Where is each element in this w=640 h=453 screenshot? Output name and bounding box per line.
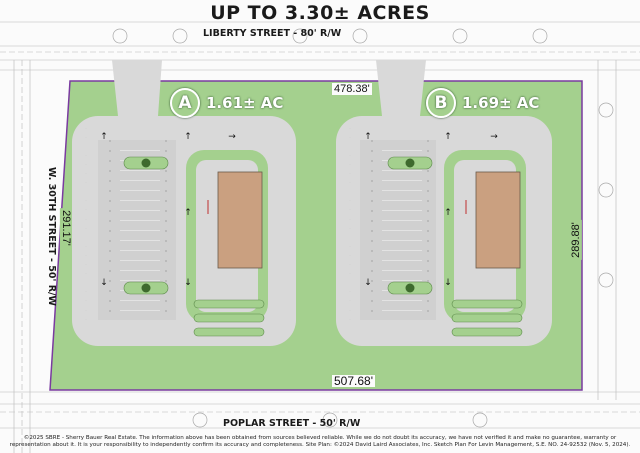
svg-text:↓: ↓: [184, 278, 192, 288]
svg-text:↑: ↑: [444, 132, 452, 142]
dimension-right: 289.88': [569, 220, 582, 260]
svg-text:↑: ↑: [184, 208, 192, 218]
svg-text:↑: ↑: [364, 132, 372, 142]
lot-b-area: 1.69± AC: [462, 94, 540, 112]
dimension-left: 291.17': [59, 208, 72, 248]
curb-accents: [207, 200, 467, 214]
lot-a-letter: A: [170, 88, 200, 118]
lot-a-tag: A 1.61± AC: [170, 88, 283, 118]
disclaimer-footer: ©2025 SBRE - Sherry Bauer Real Estate. T…: [9, 435, 631, 448]
building-a: [217, 171, 263, 269]
svg-text:↑: ↑: [100, 132, 108, 142]
svg-text:↓: ↓: [364, 278, 372, 288]
lot-a-area: 1.61± AC: [206, 94, 284, 112]
base-map-lines: [0, 21, 640, 453]
street-label-north: LIBERTY STREET - 80' R/W: [203, 28, 342, 39]
dimension-top: 478.38': [332, 83, 372, 95]
building-b: [475, 171, 521, 269]
svg-text:→: →: [490, 132, 498, 142]
svg-text:→: →: [228, 132, 236, 142]
svg-text:↑: ↑: [184, 132, 192, 142]
dimension-bottom: 507.68': [332, 374, 375, 388]
street-label-west: W. 30TH STREET - 50' R/W: [45, 167, 57, 306]
svg-text:↓: ↓: [444, 278, 452, 288]
svg-text:↑: ↑: [444, 208, 452, 218]
traffic-arrows: ↑ ↑ → ↓ ↓ ↑ ↑ ↑ → ↓ ↓ ↑: [100, 132, 498, 288]
street-label-south: POPLAR STREET - 50' R/W: [223, 418, 361, 429]
lot-b-letter: B: [426, 88, 456, 118]
island-trees: [141, 158, 415, 293]
page-title: UP TO 3.30± ACRES: [210, 2, 430, 24]
street-trees: [112, 28, 614, 428]
lot-b-tag: B 1.69± AC: [426, 88, 539, 118]
svg-text:↓: ↓: [100, 278, 108, 288]
